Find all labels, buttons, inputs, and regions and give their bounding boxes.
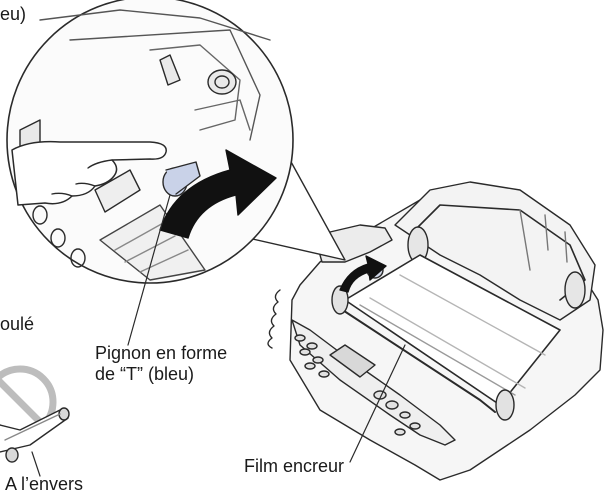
keypad — [294, 334, 421, 436]
rotation-arrow-icon — [159, 149, 277, 239]
label-pignon: Pignon en forme de “T” (bleu) — [95, 343, 227, 385]
envers-leader-line — [31, 451, 41, 477]
label-film-encreur: Film encreur — [244, 456, 345, 476]
t-gear-icon — [162, 161, 201, 197]
label-a-l-envers: A l’envers — [5, 474, 84, 494]
magnified-inset — [6, 0, 346, 284]
pignon-leader-line — [127, 194, 171, 346]
film-leader-line — [349, 344, 406, 463]
label-left-mid-fragment: oulé — [0, 314, 35, 334]
label-pignon-line1: Pignon en forme — [95, 343, 228, 363]
label-pignon-line2: de “T” (bleu) — [95, 364, 195, 384]
label-top-left-fragment: eu) — [0, 4, 27, 24]
rotation-arrow-small-icon — [339, 255, 387, 293]
film-roll-icon — [0, 407, 70, 463]
